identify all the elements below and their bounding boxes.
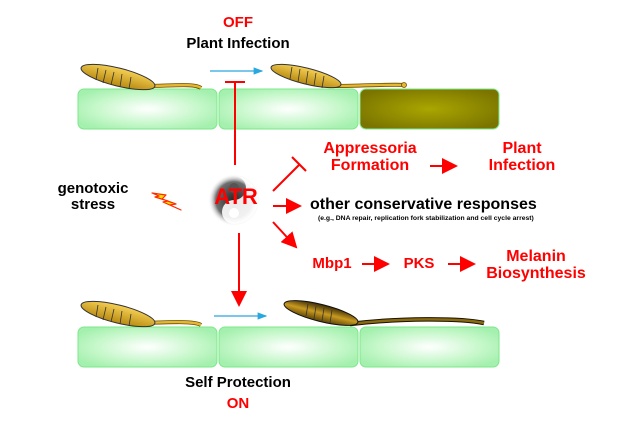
plant-cell xyxy=(218,88,359,130)
other-responses-subtitle: (e.g., DNA repair, replication fork stab… xyxy=(318,215,534,222)
appressoria-line2: Formation xyxy=(330,157,410,175)
plant-cell xyxy=(77,88,218,130)
atr-label: ATR xyxy=(214,184,258,209)
spore-icon xyxy=(80,63,203,91)
genotoxic-stress-label: genotoxic stress xyxy=(48,180,138,214)
spore-icon xyxy=(270,63,407,89)
plant-cell xyxy=(359,326,500,368)
plant-infection-line2: Infection xyxy=(488,157,556,175)
activation-arrow-mbp1 xyxy=(272,221,298,249)
mbp1-label: Mbp1 xyxy=(312,255,352,272)
plant-cell xyxy=(218,326,359,368)
spore-icon xyxy=(80,300,203,328)
melanin-line2: Biosynthesis xyxy=(486,265,586,283)
melanin-line1: Melanin xyxy=(506,248,566,265)
other-responses-title: other conservative responses xyxy=(310,196,537,213)
plant-cell xyxy=(77,326,218,368)
melanin-biosynthesis-label: Melanin Biosynthesis xyxy=(478,248,594,283)
plant-infection-label: Plant Infection xyxy=(472,140,572,175)
melanized-spore-icon xyxy=(283,300,485,327)
inhibition-bar xyxy=(291,156,307,172)
lightning-bolt-icon xyxy=(151,192,182,211)
appressoria-formation-label: Appressoria Formation xyxy=(312,140,428,175)
yin-yang-icon xyxy=(208,174,260,226)
bottom-state-label: ON xyxy=(226,395,250,412)
stimulus-line2: stress xyxy=(70,196,116,214)
top-state-label: OFF xyxy=(223,14,253,31)
stimulus-line1: genotoxic xyxy=(57,180,129,197)
top-panel-title: Plant Infection xyxy=(186,35,290,52)
top-plant-cells xyxy=(77,88,500,130)
pks-label: PKS xyxy=(403,255,435,272)
appressoria-line1: Appressoria xyxy=(323,140,417,157)
bottom-panel-title: Self Protection xyxy=(185,374,291,391)
plant-infection-line1: Plant xyxy=(502,140,542,157)
inhibition-line-appressoria xyxy=(272,163,301,192)
infected-plant-cell xyxy=(359,88,500,130)
bottom-plant-cells xyxy=(77,326,500,368)
